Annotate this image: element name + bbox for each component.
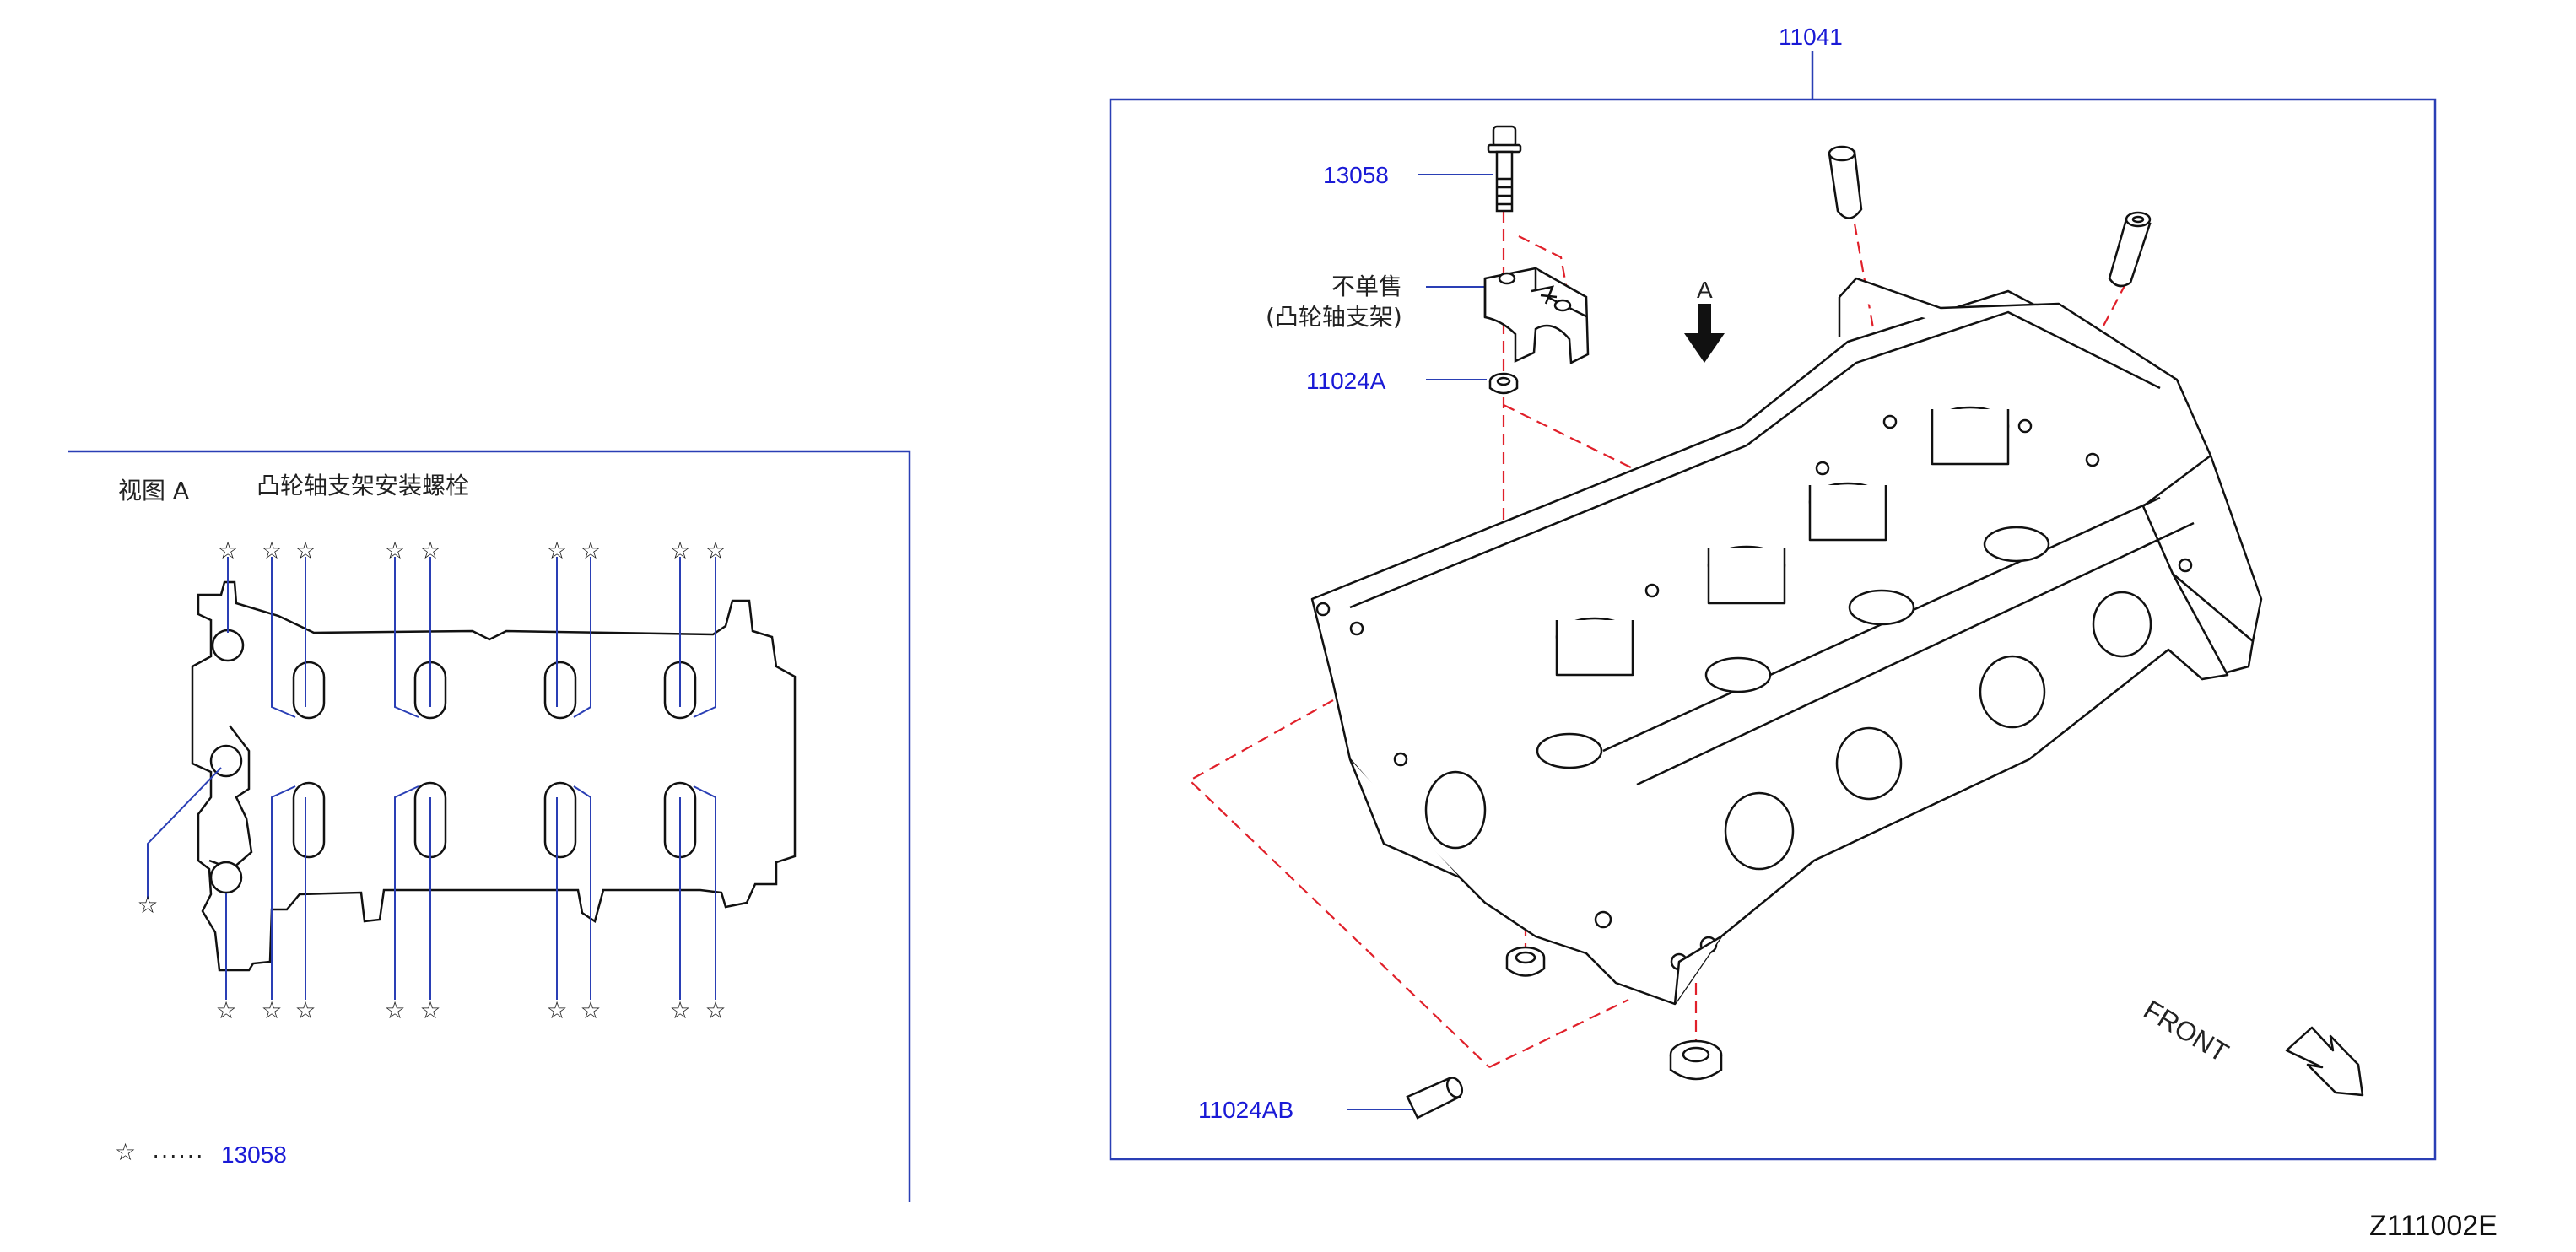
star-icon: ☆	[261, 537, 282, 564]
ring-11024A	[1488, 372, 1519, 395]
star-icon: ☆	[384, 537, 405, 564]
main-frame	[1109, 51, 2437, 1161]
star-icon: ☆	[546, 996, 567, 1024]
cylinder-head	[1310, 277, 2263, 1006]
callout-leaders	[1347, 174, 1493, 1110]
view-a-frame	[68, 450, 911, 1202]
bolt-part-number[interactable]: 13058	[1323, 162, 1389, 188]
star-icon: ☆	[215, 996, 236, 1024]
view-a-head-outline	[191, 580, 797, 972]
seal-rings	[1505, 946, 1723, 1081]
view-a-title: 视图 A	[118, 477, 190, 505]
legend-part-number[interactable]: 13058	[221, 1141, 287, 1168]
camshaft-bracket	[1483, 267, 1590, 364]
legend-star-icon: ☆	[115, 1138, 137, 1166]
view-a-leader-lines	[147, 557, 716, 1000]
dowel-part-number[interactable]: 11024AB	[1198, 1097, 1294, 1123]
star-icon: ☆	[294, 996, 316, 1024]
star-icon: ☆	[580, 537, 601, 564]
view-arrow-a	[1684, 304, 1725, 363]
view-a-bolts-upper	[211, 629, 697, 720]
star-icon: ☆	[669, 996, 690, 1024]
bracket-note-line1: 不单售	[1331, 273, 1403, 300]
bolt-13058	[1487, 125, 1522, 213]
dowel-11024AB	[1406, 1077, 1464, 1120]
star-icon: ☆	[384, 996, 405, 1024]
star-icon: ☆	[217, 537, 238, 564]
star-icon: ☆	[546, 537, 567, 564]
star-icon: ☆	[705, 537, 726, 564]
view-a-marker: A	[1697, 277, 1713, 303]
view-a-bolts-lower	[209, 744, 697, 894]
view-a-star-markers: ☆ ☆ ☆ ☆ ☆ ☆ ☆ ☆ ☆ ☆ ☆ ☆ ☆ ☆ ☆ ☆ ☆ ☆ ☆	[137, 537, 726, 1024]
star-icon: ☆	[419, 996, 440, 1024]
star-icon: ☆	[669, 537, 690, 564]
diagram-code: Z111002E	[2369, 1210, 2498, 1242]
star-icon: ☆	[705, 996, 726, 1024]
star-icon: ☆	[294, 537, 316, 564]
bracket-note-line2: (凸轮轴支架)	[1266, 303, 1402, 331]
dowel-pins-top	[1828, 145, 2152, 288]
legend-dots: ······	[152, 1141, 204, 1168]
star-icon: ☆	[137, 891, 158, 919]
star-icon: ☆	[261, 996, 282, 1024]
star-icon: ☆	[580, 996, 601, 1024]
ring-part-number[interactable]: 11024A	[1306, 368, 1386, 394]
view-a-subtitle: 凸轮轴支架安装螺栓	[257, 472, 470, 499]
star-icon: ☆	[419, 537, 440, 564]
assembly-part-number[interactable]: 11041	[1779, 24, 1843, 50]
front-arrow-icon	[2285, 1026, 2364, 1097]
